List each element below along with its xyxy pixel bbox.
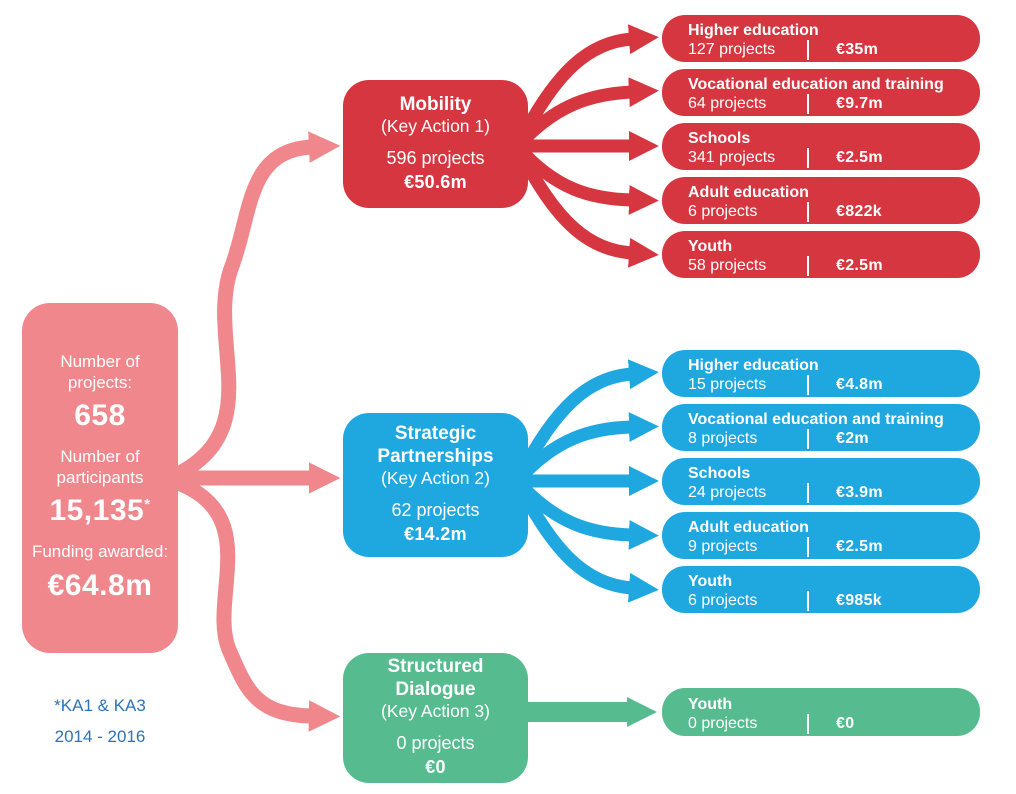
action-subtitle: (Key Action 3) [381, 700, 490, 721]
footnote-line-1: *KA1 & KA3 [54, 696, 146, 715]
sector-projects: 0 projects [688, 714, 758, 732]
summary-projects-label: Number of projects: [60, 351, 140, 392]
sector-box-ka2-youth: Youth 6 projects €985k [662, 566, 980, 613]
sector-name: Adult education [688, 184, 809, 201]
summary-participants-value: 15,135* [49, 492, 150, 530]
sector-box-ka3-youth: Youth 0 projects €0 [662, 688, 980, 736]
action-title: Mobility [399, 93, 472, 115]
summary-projects-value: 658 [74, 399, 126, 433]
sector-projects: 24 projects [688, 484, 767, 501]
sector-name: Higher education [688, 22, 819, 39]
sector-name: Vocational education and training [688, 76, 944, 93]
action-funding: €50.6m [404, 172, 467, 193]
sector-projects: 127 projects [688, 41, 776, 58]
divider [807, 483, 809, 503]
sector-funding: €9.7m [836, 95, 883, 112]
sector-funding: €3.9m [836, 484, 883, 501]
action-projects: 0 projects [396, 732, 475, 753]
sector-box-ka2-adult-education: Adult education 9 projects €2.5m [662, 512, 980, 559]
footnote: *KA1 & KA3 2014 - 2016 [20, 690, 180, 752]
footnote-line-2: 2014 - 2016 [54, 727, 146, 746]
action-subtitle: (Key Action 1) [381, 115, 490, 136]
divider [807, 429, 809, 449]
action-title: Strategic Partnerships [377, 423, 494, 467]
action-box-ka2-strategic-partnerships: Strategic Partnerships (Key Action 2) 62… [343, 413, 528, 557]
sector-name: Youth [688, 238, 733, 255]
sector-box-ka1-vet: Vocational education and training 64 pro… [662, 69, 980, 116]
arrow-ka2-sector-1 [513, 412, 659, 485]
sector-funding: €822k [836, 203, 882, 220]
action-box-ka1-mobility: Mobility (Key Action 1) 596 projects €50… [343, 80, 528, 208]
summary-participants-label: Number of participants [56, 446, 144, 487]
action-projects: 62 projects [391, 499, 480, 520]
sector-projects: 6 projects [688, 203, 758, 220]
sector-name: Schools [688, 130, 751, 147]
divider [807, 256, 809, 276]
divider [807, 148, 809, 168]
divider [807, 375, 809, 395]
divider [807, 40, 809, 60]
action-box-ka3-structured-dialogue: Structured Dialogue (Key Action 3) 0 pro… [343, 653, 528, 783]
arrow-ka1-sector-0 [512, 24, 659, 149]
sector-funding: €2m [836, 430, 869, 447]
sector-name: Vocational education and training [688, 411, 944, 428]
sector-funding: €2.5m [836, 149, 883, 166]
sector-box-ka2-higher-education: Higher education 15 projects €4.8m [662, 350, 980, 397]
sector-box-ka1-youth: Youth 58 projects €2.5m [662, 231, 980, 278]
sector-name: Youth [688, 695, 733, 713]
sector-box-ka1-adult-education: Adult education 6 projects €822k [662, 177, 980, 224]
action-title: Structured Dialogue [387, 656, 484, 700]
summary-funding-value: €64.8m [47, 568, 153, 602]
sector-box-ka1-schools: Schools 341 projects €2.5m [662, 123, 980, 170]
participants-number: 15,135 [49, 494, 145, 528]
sector-projects: 8 projects [688, 430, 758, 447]
sector-name: Schools [688, 465, 751, 482]
divider [807, 591, 809, 611]
divider [807, 537, 809, 557]
sector-funding: €35m [836, 41, 879, 58]
divider [807, 94, 809, 114]
sector-name: Adult education [688, 519, 809, 536]
arrow-ka2-sector-0 [512, 359, 659, 483]
sector-funding: €4.8m [836, 376, 883, 393]
summary-funding-label: Funding awarded: [31, 541, 169, 561]
sector-funding: €2.5m [836, 538, 883, 555]
action-projects: 596 projects [386, 147, 485, 168]
sector-box-ka2-schools: Schools 24 projects €3.9m [662, 458, 980, 505]
sector-projects: 341 projects [688, 149, 776, 166]
action-subtitle: (Key Action 2) [381, 467, 490, 488]
sector-funding: €2.5m [836, 257, 883, 274]
divider [807, 202, 809, 222]
arrow-summary-to-ka1 [166, 131, 341, 485]
action-funding: €14.2m [404, 524, 467, 545]
sector-projects: 15 projects [688, 376, 767, 393]
sector-projects: 6 projects [688, 592, 758, 609]
arrow-ka2-sector-4 [512, 479, 659, 603]
sector-funding: €0 [836, 714, 855, 732]
sector-projects: 58 projects [688, 257, 767, 274]
sector-funding: €985k [836, 592, 882, 609]
sector-name: Higher education [688, 357, 819, 374]
arrow-ka1-sector-4 [512, 144, 659, 268]
divider [807, 713, 809, 734]
summary-box: Number of projects: 658 Number of partic… [22, 303, 178, 653]
action-funding: €0 [425, 757, 446, 778]
sector-box-ka1-higher-education: Higher education 127 projects €35m [662, 15, 980, 62]
sector-projects: 9 projects [688, 538, 758, 555]
footnote-marker: * [144, 496, 151, 514]
arrow-ka1-sector-1 [513, 77, 659, 151]
sector-box-ka2-vet: Vocational education and training 8 proj… [662, 404, 980, 451]
arrow-summary-to-ka3 [167, 472, 341, 732]
sector-projects: 64 projects [688, 95, 767, 112]
sector-name: Youth [688, 573, 733, 590]
